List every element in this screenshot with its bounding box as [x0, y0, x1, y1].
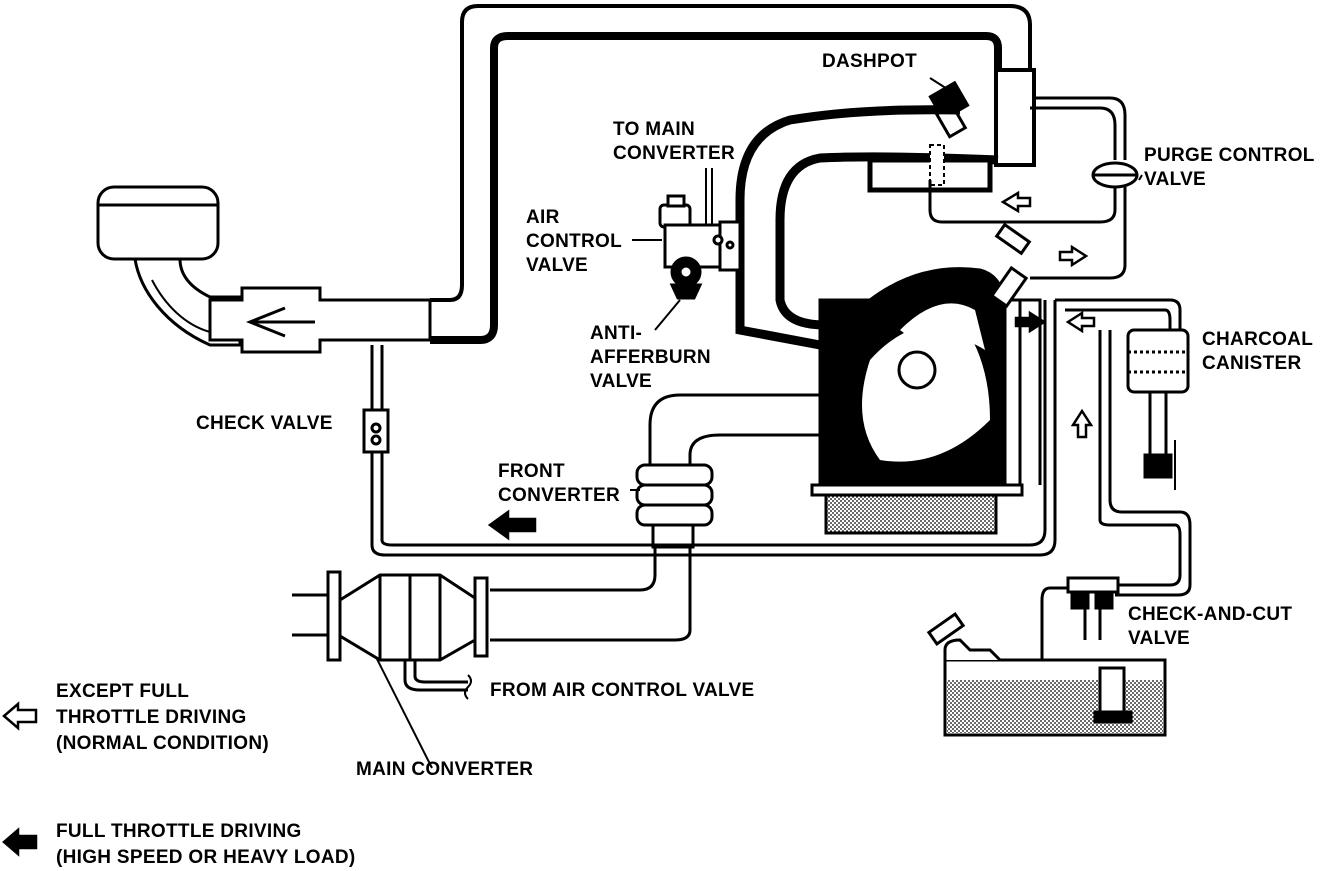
- purge-control-valve-line-1: PURGE CONTROL: [1144, 145, 1315, 166]
- open-arrow-icon: [1065, 310, 1096, 334]
- air-control-valve-line-3: VALVE: [526, 255, 589, 276]
- purge-control-valve-line-2: VALVE: [1144, 169, 1207, 190]
- air-control-valve-line-1: AIR: [526, 207, 560, 228]
- front-converter-line-2: CONVERTER: [498, 485, 620, 506]
- check-and-cut-valve-label: CHECK-AND-CUT VALVE: [1128, 603, 1292, 651]
- charcoal-canister-line-1: CHARCOAL: [1202, 329, 1314, 350]
- open-arrow-icon: [1070, 408, 1094, 439]
- anti-afterburn-valve-line-2: AFFERBURN: [590, 347, 711, 368]
- from-air-control-valve-label: FROM AIR CONTROL VALVE: [490, 680, 755, 701]
- purge-control-valve-label: PURGE CONTROL VALVE: [1144, 144, 1315, 192]
- solid-arrow-icon: [1014, 310, 1047, 334]
- open-arrow-icon: [1058, 244, 1089, 268]
- air-control-valve-label: AIR CONTROL VALVE: [526, 206, 622, 278]
- air-control-valve: [658, 168, 742, 300]
- charcoal-canister-label: CHARCOAL CANISTER: [1202, 328, 1313, 376]
- charcoal-canister: [1055, 298, 1192, 597]
- to-main-converter-line-1: TO MAIN: [613, 119, 695, 140]
- anti-afterburn-valve-label: ANTI- AFFERBURN VALVE: [590, 322, 711, 394]
- to-main-converter-line-2: CONVERTER: [613, 143, 735, 164]
- open-arrow-icon: [1000, 190, 1032, 214]
- front-converter-label: FRONT CONVERTER: [498, 460, 620, 508]
- main-converter-label: MAIN CONVERTER: [356, 759, 534, 780]
- anti-afterburn-valve-line-1: ANTI-: [590, 323, 643, 344]
- legend-full-line-1: FULL THROTTLE DRIVING: [56, 821, 302, 842]
- front-converter: [635, 463, 714, 549]
- legend-normal-label: EXCEPT FULL THROTTLE DRIVING (NORMAL CON…: [56, 679, 269, 757]
- legend-full-line-2: (HIGH SPEED OR HEAVY LOAD): [56, 847, 356, 868]
- legend-icons: [2, 701, 38, 857]
- flow-arrows: [487, 190, 1096, 541]
- anti-afterburn-valve-line-3: VALVE: [590, 371, 653, 392]
- secondary-air-pipe: [430, 4, 1036, 344]
- dashpot-label: DASHPOT: [822, 51, 917, 72]
- to-main-converter-label: TO MAIN CONVERTER: [613, 118, 735, 166]
- fuel-tank: [926, 576, 1167, 737]
- solid-arrow-icon: [487, 509, 537, 541]
- charcoal-canister-line-2: CANISTER: [1202, 353, 1302, 374]
- legend-normal-line-2: THROTTLE DRIVING: [56, 707, 247, 728]
- check-and-cut-valve-line-2: VALVE: [1128, 628, 1191, 649]
- legend-full-label: FULL THROTTLE DRIVING (HIGH SPEED OR HEA…: [56, 819, 356, 871]
- rotary-engine: [810, 222, 1042, 535]
- air-control-valve-line-2: CONTROL: [526, 231, 623, 252]
- intake-pipe: [208, 286, 432, 354]
- front-converter-line-1: FRONT: [498, 461, 565, 482]
- check-and-cut-valve-line-1: CHECK-AND-CUT: [1128, 604, 1293, 625]
- check-valve: [362, 300, 1057, 557]
- exhaust-pipe: [648, 393, 820, 465]
- legend-normal-line-1: EXCEPT FULL: [56, 681, 190, 702]
- leader-lines: [630, 174, 1143, 491]
- legend-normal-line-3: (NORMAL CONDITION): [56, 733, 269, 754]
- solid-arrow-icon: [2, 827, 38, 857]
- converter-pipe: [490, 547, 692, 642]
- open-arrow-icon: [2, 701, 38, 731]
- check-valve-label: CHECK VALVE: [196, 413, 333, 434]
- main-converter: [292, 570, 489, 769]
- purge-control-valve: [928, 96, 1139, 280]
